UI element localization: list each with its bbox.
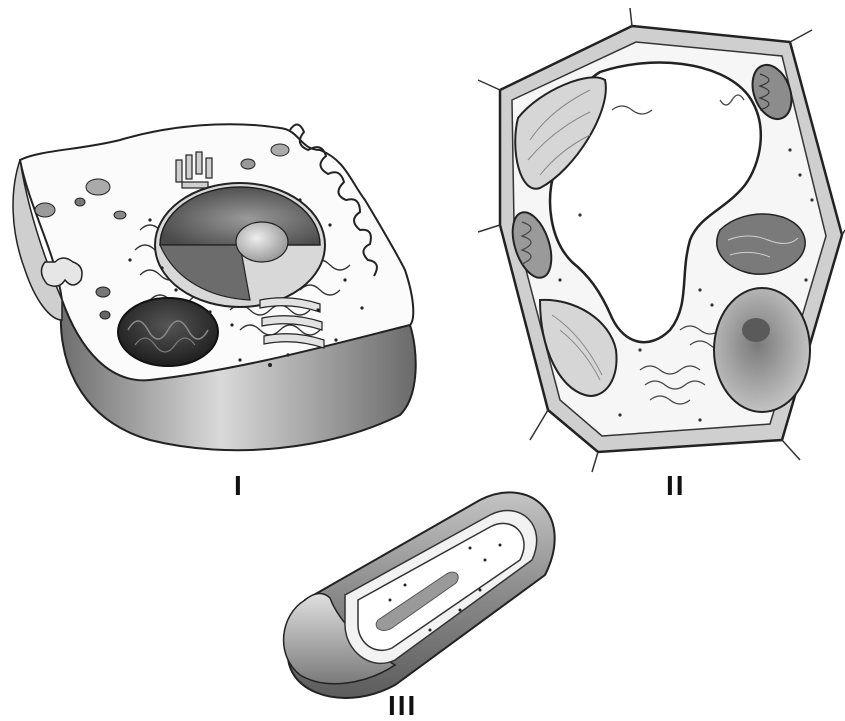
golgi-apparatus — [717, 214, 805, 274]
vesicle — [75, 198, 85, 206]
label-cell-i: I — [234, 472, 244, 500]
nucleus — [155, 183, 325, 307]
animal-cell-drawing — [13, 124, 416, 450]
label-cell-iii: III — [388, 692, 417, 720]
vesicle — [86, 179, 110, 195]
nucleolus — [236, 222, 288, 262]
plant-cell-drawing — [478, 8, 845, 472]
vesicle — [35, 203, 55, 217]
label-cell-ii: II — [666, 472, 686, 500]
bacterial-cell-drawing — [284, 492, 555, 698]
vesicle — [114, 211, 126, 219]
vesicle — [100, 311, 110, 319]
plant-nucleus — [714, 288, 810, 412]
vesicle — [96, 287, 110, 297]
vesicle — [241, 159, 255, 169]
mitochondrion — [118, 298, 218, 366]
vesicle — [271, 144, 289, 156]
golgi-apparatus — [260, 298, 324, 348]
